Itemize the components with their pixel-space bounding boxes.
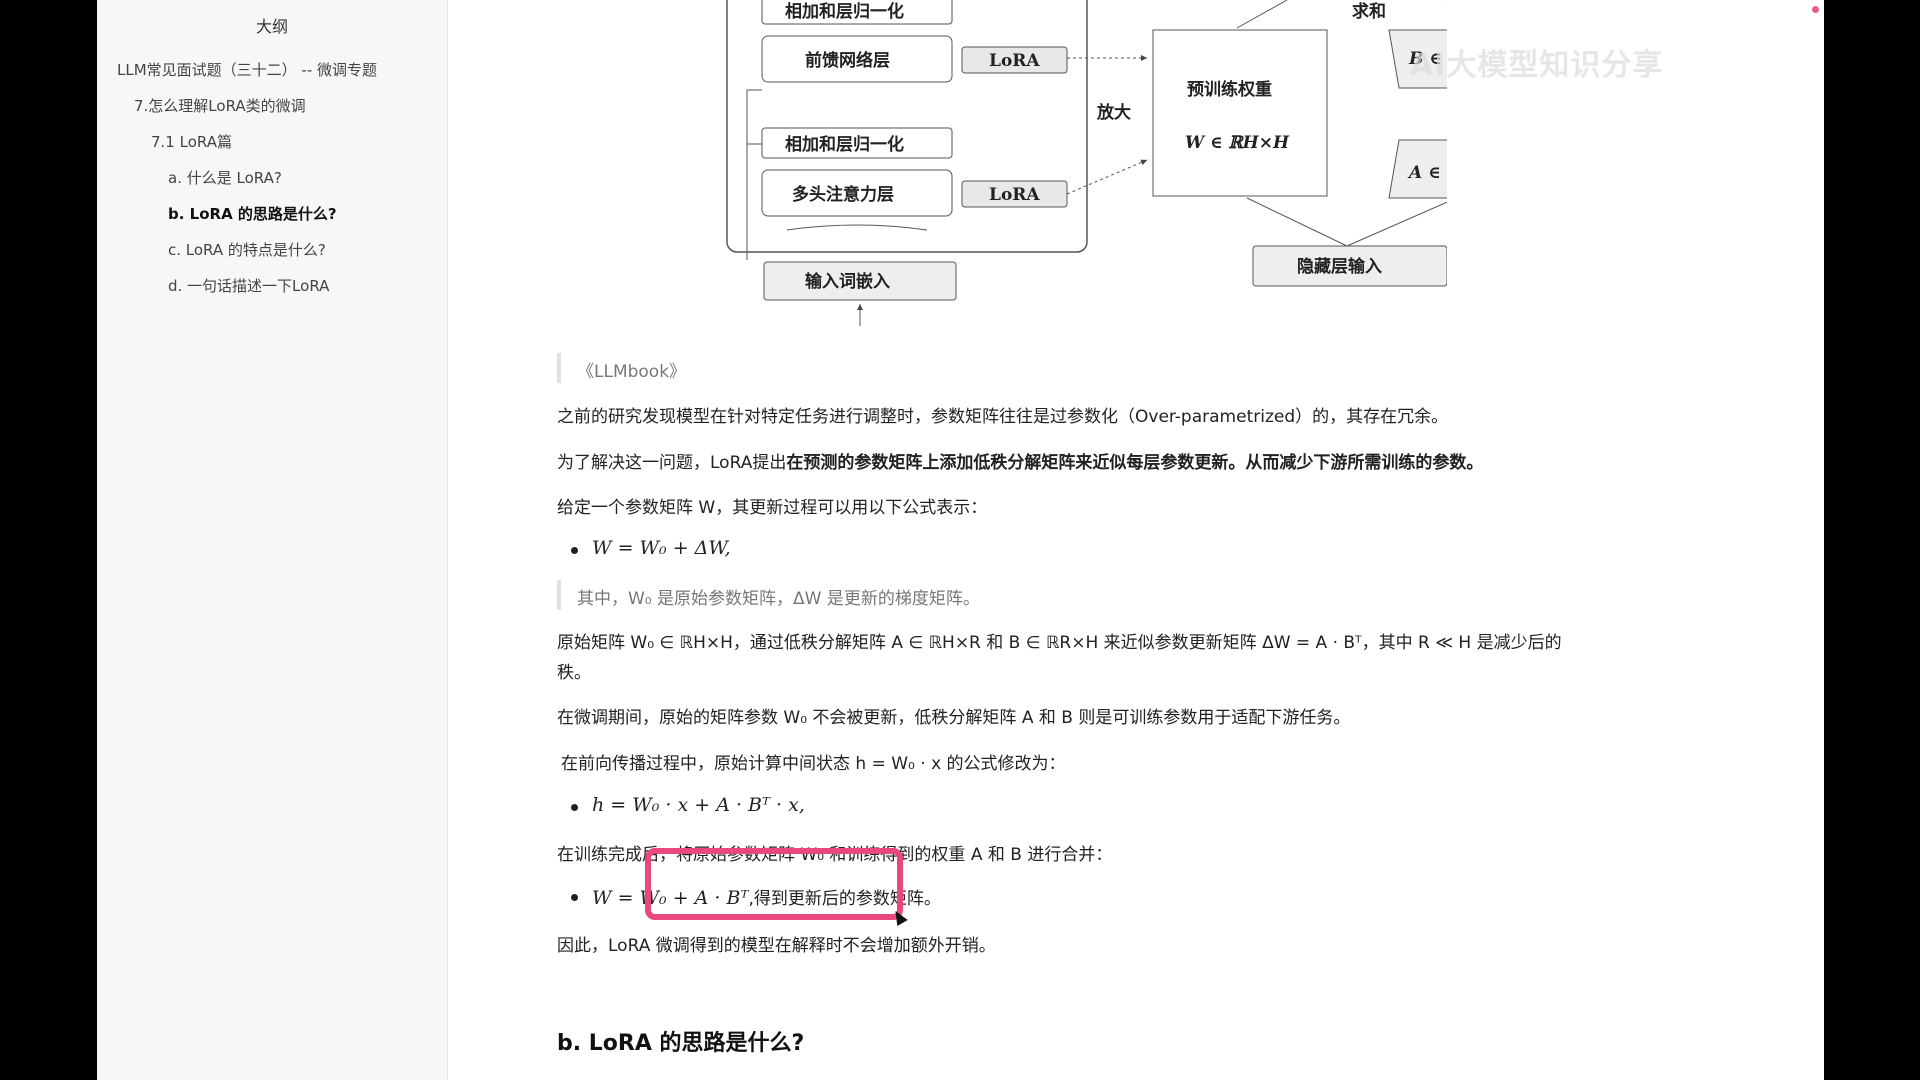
- amplify-label: 放大: [1096, 102, 1131, 123]
- pretrained-box: [1152, 29, 1328, 197]
- hidden-input-box: [1252, 245, 1447, 287]
- paragraph-4-line-2: 秩。: [557, 663, 591, 683]
- add-norm-top-label: 相加和层归一化: [785, 1, 904, 22]
- paragraph-6: 在前向传播过程中，原始计算中间状态 h = W₀ · x 的公式修改为：: [561, 754, 1066, 774]
- watermark-logo: bilibili: [1677, 44, 1804, 84]
- add-norm-box: [761, 127, 953, 159]
- ffn-box: [761, 35, 953, 83]
- formula-3-line: W = W₀ + A · Bᵀ,得到更新后的参数矩阵。: [592, 884, 941, 909]
- b-matrix-shape: [1388, 29, 1447, 89]
- highlight-annotation: [645, 848, 903, 920]
- paragraph-2-lead: 为了解决这一问题，LoRA提出: [557, 453, 787, 473]
- indicator-dot: [1812, 6, 1819, 13]
- paragraph-8: 因此，LoRA 微调得到的模型在解释时不会增加额外开销。: [557, 936, 996, 956]
- outline-title: 大纲: [255, 17, 288, 36]
- toc-item-main[interactable]: LLM常见面试题（三十二） -- 微调专题: [117, 61, 378, 79]
- toc-item-lora-section[interactable]: 7.1 LoRA篇: [151, 133, 232, 151]
- video-watermark: AI大模型知识分享 bilibili: [1410, 40, 1804, 84]
- formula-2: h = W₀ · x + A · Bᵀ · x,: [592, 794, 805, 816]
- document-window: 大纲 LLM常见面试题（三十二） -- 微调专题 7.怎么理解LoRA类的微调 …: [97, 0, 1824, 1080]
- toc-item-lora-summary[interactable]: d. 一句话描述一下LoRA: [168, 277, 330, 295]
- add-norm-label: 相加和层归一化: [785, 134, 904, 155]
- toc-item-lora-features[interactable]: c. LoRA 的特点是什么?: [168, 241, 326, 259]
- toc-item-lora-idea[interactable]: b. LoRA 的思路是什么?: [168, 205, 337, 223]
- watermark-text: AI大模型知识分享: [1410, 48, 1664, 83]
- ffn-label: 前馈网络层: [805, 50, 890, 71]
- paragraph-5: 在微调期间，原始的矩阵参数 W₀ 不会被更新，低秩分解矩阵 A 和 B 则是可训…: [557, 708, 1351, 728]
- lora-diagram: 相加和层归一化 前馈网络层 LoRA 相加和层归一化 多头注意力层 LoRA 输…: [726, 0, 1447, 326]
- toc-item-lora-understanding[interactable]: 7.怎么理解LoRA类的微调: [134, 97, 306, 115]
- sum-label: 求和: [1352, 1, 1386, 22]
- lora2-label: LoRA: [989, 185, 1040, 205]
- paragraph-1: 之前的研究发现模型在针对特定任务进行调整时，参数矩阵往往是过参数化（Over-p…: [557, 407, 1449, 427]
- lora1-label: LoRA: [989, 51, 1040, 71]
- hidden-input-label: 隐藏层输入: [1297, 256, 1382, 277]
- add-norm-top-box: [761, 0, 953, 25]
- section-heading: b. LoRA 的思路是什么?: [557, 1031, 805, 1056]
- outline-sidebar: 大纲 LLM常见面试题（三十二） -- 微调专题 7.怎么理解LoRA类的微调 …: [97, 0, 448, 1080]
- mha-box: [761, 169, 953, 217]
- document-content: 相加和层归一化 前馈网络层 LoRA 相加和层归一化 多头注意力层 LoRA 输…: [447, 0, 1824, 1080]
- b-matrix-label: B ∈ ℝH×R: [1408, 49, 1447, 69]
- a-matrix-label: A ∈ ℝH×R: [1407, 163, 1447, 183]
- note: 其中，W₀ 是原始参数矩阵，ΔW 是更新的梯度矩阵。: [577, 589, 980, 609]
- paragraph-2: 为了解决这一问题，LoRA提出在预测的参数矩阵上添加低秩分解矩阵来近似每层参数更…: [557, 448, 1483, 473]
- formula-3-suffix: ,得到更新后的参数矩阵。: [748, 889, 941, 909]
- lora1-box: [961, 46, 1068, 74]
- mha-label: 多头注意力层: [792, 184, 894, 205]
- formula-3: W = W₀ + A · Bᵀ: [592, 887, 749, 909]
- paragraph-4-line-1: 原始矩阵 W₀ ∈ ℝH×H，通过低秩分解矩阵 A ∈ ℝH×R 和 B ∈ ℝ…: [557, 633, 1562, 653]
- pretrained-formula: W ∈ ℝH×H: [1185, 133, 1290, 153]
- paragraph-2-bold: 在预测的参数矩阵上添加低秩分解矩阵来近似每层参数更新。从而减少下游所需训练的参数…: [786, 453, 1484, 473]
- citation: 《LLMbook》: [577, 362, 687, 382]
- paragraph-3: 给定一个参数矩阵 W，其更新过程可以用以下公式表示：: [557, 498, 988, 518]
- input-embed-box: [763, 261, 957, 301]
- transformer-block: [726, 0, 1088, 253]
- pretrained-label: 预训练权重: [1187, 79, 1272, 100]
- formula-1: W = W₀ + ΔW,: [592, 537, 731, 559]
- input-embed-label: 输入词嵌入: [805, 271, 890, 292]
- a-matrix-shape: [1388, 139, 1447, 199]
- toc-item-what-is-lora[interactable]: a. 什么是 LoRA?: [168, 169, 282, 187]
